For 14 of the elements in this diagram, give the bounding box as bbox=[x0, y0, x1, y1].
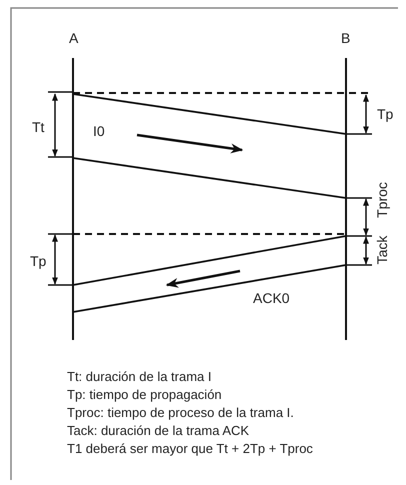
note-text: Tack: duración de la trama ACK bbox=[67, 424, 250, 437]
note-text: Tt: duración de la trama I bbox=[67, 370, 212, 383]
dimension-label: Tp bbox=[377, 107, 394, 121]
lifeline-label: B bbox=[341, 31, 350, 45]
note-text: T1 deberá ser mayor que Tt + 2Tp + Tproc bbox=[67, 442, 313, 455]
note-text: Tproc: tiempo de proceso de la trama I. bbox=[67, 406, 294, 419]
lifeline-label: A bbox=[69, 31, 78, 45]
frame-label: I0 bbox=[93, 124, 105, 138]
note-text: Tp: tiempo de propagación bbox=[67, 388, 222, 401]
dimension-label: Tp bbox=[30, 254, 46, 268]
frame-label: ACK0 bbox=[253, 291, 290, 305]
dimension-label: Tt bbox=[32, 120, 44, 134]
dimension-label: Tack bbox=[375, 236, 389, 264]
dimension-label: Tproc bbox=[375, 182, 389, 218]
